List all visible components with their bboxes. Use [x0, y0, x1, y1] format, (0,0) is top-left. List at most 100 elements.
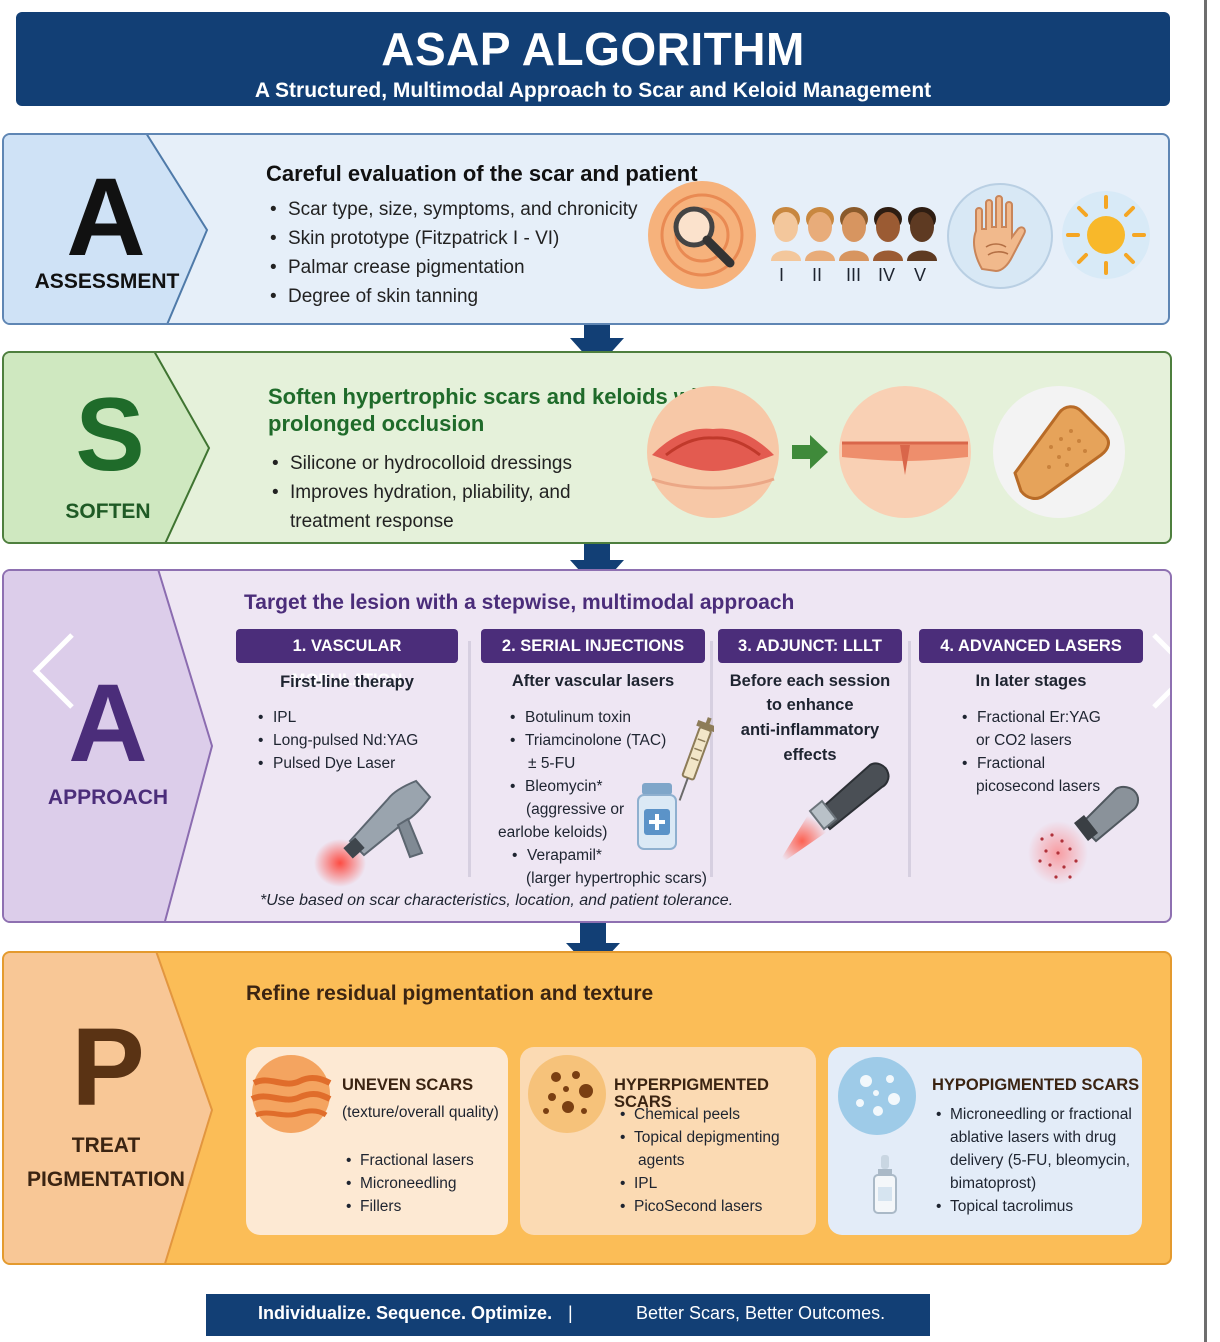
- hypopigmented-scars-card: HYPOPIGMENTED SCARS Microneedling or fra…: [828, 1047, 1142, 1235]
- list-item: PicoSecond lasers: [618, 1195, 814, 1218]
- list-item: Microneedling or fractional: [934, 1103, 1140, 1126]
- list-item: Degree of skin tanning: [268, 282, 648, 311]
- footer-tagline-right: Better Scars, Better Outcomes.: [636, 1303, 886, 1323]
- list-item: Fractional Er:YAG: [962, 706, 1152, 729]
- list-item: Fractional: [962, 752, 1152, 775]
- raised-scar-icon: [647, 386, 779, 518]
- approach-label: APPROACH: [47, 786, 169, 809]
- column-list: Verapamil*: [512, 844, 712, 867]
- fitzpatrick-label: IV: [878, 265, 896, 285]
- list-item: Palmar crease pigmentation: [268, 253, 648, 282]
- treat-letter: P: [71, 1006, 145, 1129]
- column-subtitle: effects: [783, 746, 837, 764]
- column-subtitle: First-line therapy: [280, 673, 414, 691]
- approach-chevron: [4, 571, 214, 921]
- soften-letter: S: [75, 377, 145, 493]
- silicone-patch-icon: [993, 386, 1125, 518]
- soften-section: S SOFTEN Soften hypertrophic scars and k…: [2, 351, 1172, 544]
- list-item-note: earlobe keloids): [498, 824, 608, 841]
- list-item: Verapamil*: [512, 844, 712, 867]
- fitzpatrick-label: V: [914, 265, 927, 285]
- page-edge-rule: [1204, 0, 1207, 1342]
- footer-divider: |: [568, 1303, 573, 1323]
- uneven-texture-icon: [250, 1055, 332, 1133]
- page-title: ASAP ALGORITHM: [381, 23, 805, 75]
- list-item: Scar type, size, symptoms, and chronicit…: [268, 195, 648, 224]
- treat-title: Refine residual pigmentation and texture: [246, 982, 654, 1005]
- list-item: Triamcinolone (TAC): [510, 729, 710, 752]
- list-item-note: ablative lasers with drug: [950, 1129, 1117, 1146]
- card-list: IPL PicoSecond lasers: [618, 1172, 814, 1218]
- header-banner: ASAP ALGORITHM A Structured, Multimodal …: [16, 12, 1170, 106]
- column-head-lllt: 3. ADJUNCT: LLLT: [718, 629, 902, 663]
- skin-tone-faces-icon: [771, 207, 937, 261]
- footer-banner: Individualize. Sequence. Optimize. | Bet…: [206, 1294, 930, 1336]
- treat-chevron: [4, 953, 214, 1263]
- sun-icon: [1062, 191, 1150, 279]
- card-subtitle: (texture/overall quality): [342, 1104, 499, 1121]
- soften-title-line2: prolonged occlusion: [268, 411, 485, 436]
- magnifier-icon: [648, 181, 756, 289]
- list-item: Chemical peels: [618, 1103, 814, 1126]
- list-item: Topical tacrolimus: [934, 1195, 1140, 1218]
- fitzpatrick-label: II: [812, 265, 823, 285]
- list-item: IPL: [618, 1172, 814, 1195]
- syringe-icon: [678, 717, 714, 801]
- list-item: Botulinum toxin: [510, 706, 710, 729]
- arrow-right-icon: [792, 435, 828, 469]
- face-icon: [907, 207, 937, 261]
- list-item-note: bimatoprost): [950, 1175, 1037, 1192]
- treat-label-line1: TREAT: [71, 1134, 141, 1157]
- face-icon: [873, 207, 903, 261]
- list-item-note: (larger hypertrophic scars): [526, 870, 707, 887]
- list-item-note: delivery (5-FU, bleomycin,: [950, 1152, 1131, 1169]
- face-icon: [839, 207, 869, 261]
- list-item: Fillers: [344, 1195, 504, 1218]
- approach-footnote: *Use based on scar characteristics, loca…: [260, 892, 734, 909]
- footer-tagline-left: Individualize. Sequence. Optimize.: [258, 1303, 553, 1323]
- uneven-scars-card: UNEVEN SCARS (texture/overall quality) F…: [246, 1047, 508, 1235]
- laser-handpiece-icon: [314, 779, 432, 887]
- column-divider: [710, 641, 713, 877]
- card-list: Fractional lasers Microneedling Fillers: [344, 1149, 504, 1218]
- column-divider: [468, 641, 471, 877]
- list-item: Bleomycin*: [510, 775, 710, 798]
- flattened-scar-icon: [839, 386, 971, 518]
- card-list: Topical tacrolimus: [934, 1195, 1140, 1218]
- soften-title-line1: Soften hypertrophic scars and keloids wi…: [268, 384, 718, 409]
- list-item-note: (aggressive or: [526, 801, 625, 818]
- column-list: Bleomycin*: [510, 775, 710, 798]
- list-item-continuation: treatment response: [290, 511, 454, 532]
- list-item: Long-pulsed Nd:YAG: [258, 729, 458, 752]
- column-list: Fractional: [962, 752, 1152, 775]
- list-item: Fractional lasers: [344, 1149, 504, 1172]
- face-icon: [771, 207, 801, 261]
- list-item-note: ± 5-FU: [528, 755, 576, 772]
- column-head-advanced: 4. ADVANCED LASERS: [919, 629, 1143, 663]
- treat-section: P TREAT PIGMENTATION Refine residual pig…: [2, 951, 1172, 1265]
- column-list: Fractional Er:YAG: [962, 706, 1152, 729]
- soften-chevron: [4, 353, 211, 542]
- list-item: Skin prototype (Fitzpatrick I - VI): [268, 224, 648, 253]
- list-item-note: agents: [638, 1152, 685, 1169]
- treat-label-line2: PIGMENTATION: [27, 1168, 185, 1191]
- vial-icon: [637, 783, 677, 850]
- card-list: Chemical peels Topical depigmenting: [618, 1103, 814, 1149]
- column-head-vascular: 1. VASCULAR MODULATION: [236, 629, 458, 689]
- list-item: Pulsed Dye Laser: [258, 752, 458, 775]
- assessment-section: A ASSESSMENT Careful evaluation of the s…: [2, 133, 1170, 325]
- card-title: HYPOPIGMENTED SCARS: [932, 1076, 1140, 1094]
- list-item: Topical depigmenting: [618, 1126, 814, 1149]
- column-subtitle: After vascular lasers: [511, 672, 675, 690]
- list-item-note: picosecond lasers: [976, 778, 1101, 795]
- fitzpatrick-label: III: [846, 265, 862, 285]
- column-subtitle: to enhance: [766, 696, 854, 714]
- prev-chevron-icon[interactable]: [32, 633, 76, 709]
- hyperpigmented-scars-card: HYPERPIGMENTED SCARS Chemical peels Topi…: [520, 1047, 816, 1235]
- column-list: IPL Long-pulsed Nd:YAG Pulsed Dye Laser: [258, 706, 458, 775]
- palm-icon: [947, 183, 1053, 289]
- dropper-bottle-icon: [873, 1155, 897, 1214]
- next-chevron-icon[interactable]: [1150, 633, 1172, 709]
- approach-section: A APPROACH Target the lesion with a step…: [2, 569, 1172, 923]
- assessment-title: Careful evaluation of the scar and patie…: [266, 161, 698, 186]
